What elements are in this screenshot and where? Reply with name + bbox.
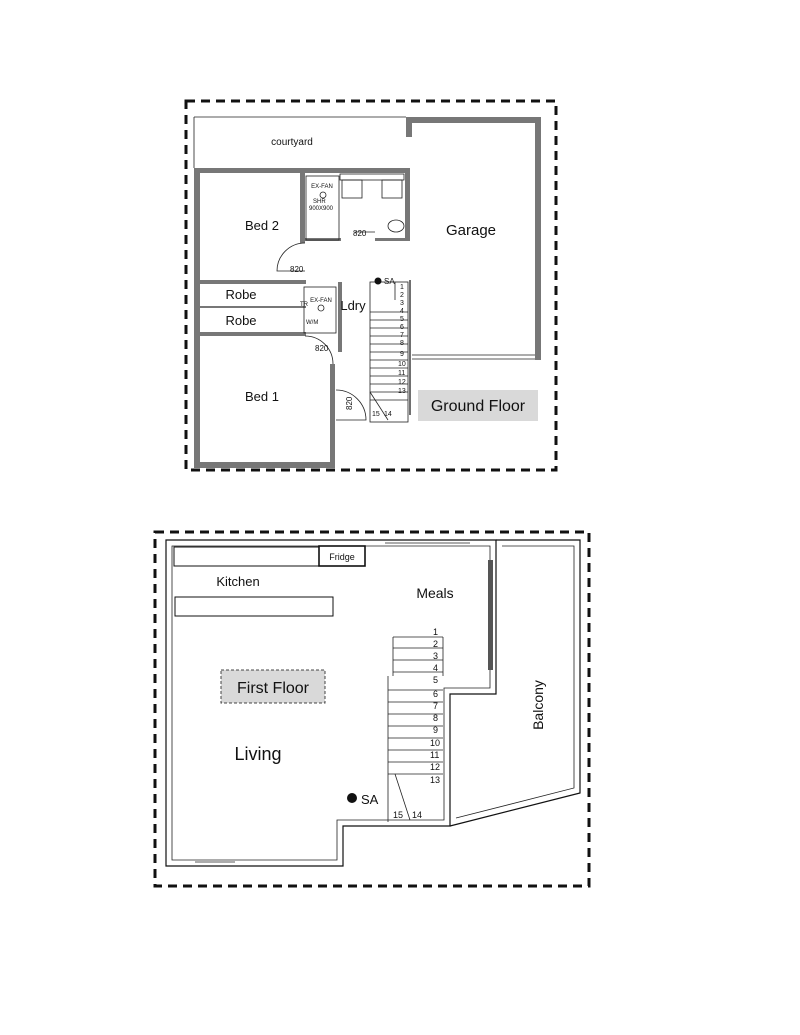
room-label-bed1: Bed 1: [245, 389, 279, 404]
stair-number: 7: [400, 332, 404, 339]
fridge-label: Fridge: [329, 552, 355, 562]
exhaust-fan-icon: [319, 191, 327, 199]
laundry-cabinet: [303, 286, 337, 334]
sa-label-first: SA: [361, 792, 379, 807]
ground-floor-boundary: [184, 99, 558, 472]
room-label-robe-bottom: Robe: [225, 313, 256, 328]
ground-stairs: [369, 281, 409, 423]
stair-number: 14: [412, 810, 422, 820]
door-width-bed1: 820: [315, 344, 329, 353]
door-width-bed2: 820: [290, 265, 304, 274]
courtyard-outline: [193, 116, 406, 168]
stair-number: 13: [398, 388, 406, 395]
exfan-label-2: EX-FAN: [310, 298, 332, 304]
stair-number: 11: [430, 750, 439, 760]
stair-number: 3: [400, 300, 404, 307]
stair-number: 5: [400, 316, 404, 323]
stair-number: 5: [433, 675, 438, 685]
stair-number: 6: [400, 324, 404, 331]
ground-floor-plan: Ground Floor courtyard Bed 2 Robe Robe L…: [184, 99, 558, 472]
stair-number: 11: [398, 370, 405, 377]
ground-doors: [276, 231, 375, 421]
stair-number: 4: [400, 308, 404, 315]
balcony-outline: [449, 539, 581, 827]
door-width-bath: 820: [353, 229, 367, 238]
stair-number: 4: [433, 663, 438, 673]
stair-number: 10: [398, 361, 406, 368]
ground-walls: [194, 168, 410, 468]
kitchen-bench-top: [173, 546, 320, 567]
first-stairs: [387, 636, 444, 822]
ground-floor-banner: [418, 390, 538, 421]
room-label-balcony: Balcony: [530, 680, 546, 730]
stair-number: 8: [433, 713, 438, 723]
room-label-laundry: Ldry: [340, 298, 366, 313]
stair-number: 6: [433, 689, 438, 699]
room-label-bed2: Bed 2: [245, 218, 279, 233]
shower-label: SHR: [313, 199, 326, 205]
stair-number: 8: [400, 340, 404, 347]
first-floor-banner: [220, 669, 326, 704]
smoke-alarm-icon: [347, 793, 357, 803]
stair-number: 12: [430, 762, 440, 772]
first-floor-plan: First Floor Fridge Kitchen Meals Living …: [153, 530, 591, 888]
wm-label: W/M: [306, 320, 318, 326]
door-width-entry: 820: [345, 396, 354, 410]
stair-number: 2: [433, 639, 438, 649]
stair-number: 7: [433, 701, 438, 711]
sa-label-ground: SA: [384, 277, 395, 286]
stair-number: 2: [400, 292, 404, 299]
smoke-alarm-icon: [374, 277, 382, 285]
stair-number: 14: [384, 411, 392, 418]
fridge: [318, 545, 366, 567]
first-floor-banner-label: First Floor: [237, 680, 310, 697]
room-label-kitchen: Kitchen: [216, 574, 259, 589]
ground-floor-banner-label: Ground Floor: [431, 398, 526, 415]
stair-number: 15: [393, 810, 403, 820]
garage-walls: [406, 117, 541, 415]
room-label-garage: Garage: [446, 222, 496, 239]
room-label-meals: Meals: [416, 585, 453, 601]
first-stair-numbers: 1 2 3 4 5 6 7 8 9 10 11 12 13 14 15: [393, 627, 440, 820]
ground-stair-numbers: 1 2 3 4 5 6 7 8 9 10 11 12 13 14 15: [372, 284, 406, 418]
shower-size-label: 900X900: [309, 206, 334, 212]
stair-number: 1: [400, 284, 404, 291]
stair-number: 3: [433, 651, 438, 661]
stair-number: 13: [430, 775, 440, 785]
exhaust-fan-icon: [317, 304, 325, 312]
kitchen-island: [174, 596, 334, 617]
stair-number: 12: [398, 379, 406, 386]
stair-number: 10: [430, 738, 440, 748]
stair-number: 9: [400, 351, 404, 358]
stair-number: 9: [433, 725, 438, 735]
room-label-living: Living: [234, 744, 281, 764]
room-label-robe-top: Robe: [225, 287, 256, 302]
bathroom-fixtures: [305, 173, 405, 241]
stair-number: 1: [433, 627, 438, 637]
room-label-courtyard: courtyard: [271, 137, 313, 148]
stair-number: 15: [372, 411, 380, 418]
exfan-label-1: EX-FAN: [311, 184, 333, 190]
first-floor-boundary: [153, 530, 591, 888]
